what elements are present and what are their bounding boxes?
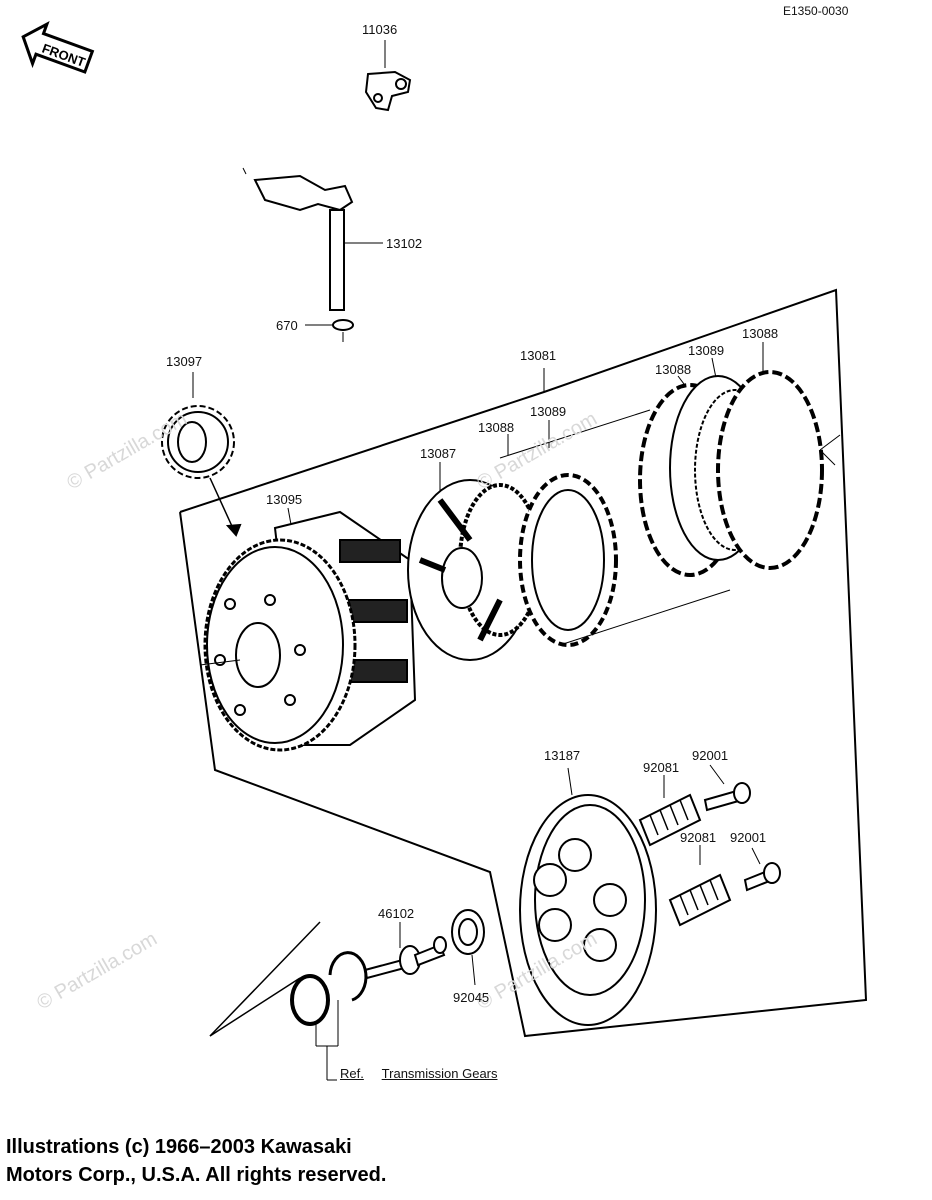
part-number-92001: 92001 [730, 830, 767, 845]
part-number-13088: 13088 [742, 326, 779, 341]
part-number-13187: 13187 [544, 748, 581, 763]
diagram-code: E1350-0030 [783, 4, 849, 18]
part-number-13095: 13095 [266, 492, 303, 507]
part-number-13089: 13089 [530, 404, 567, 419]
friction-plate-icon [499, 409, 731, 647]
part-number-46102: 46102 [378, 906, 415, 921]
primary-gear-icon [161, 372, 242, 537]
part-number-670: 670 [276, 318, 298, 333]
part-number-13097: 13097 [166, 354, 203, 369]
part-number-92045: 92045 [453, 990, 490, 1005]
front-arrow-icon: FRONT [21, 20, 95, 74]
part-number-13087: 13087 [420, 446, 457, 461]
part-number-13081: 13081 [520, 348, 557, 363]
spring-icon [638, 775, 732, 927]
part-number-92081: 92081 [643, 760, 680, 775]
bearing-icon [451, 909, 485, 986]
part-number-92081: 92081 [680, 830, 717, 845]
part-number-13089: 13089 [688, 343, 725, 358]
copyright-line-2: Motors Corp., U.S.A. All rights reserved… [6, 1164, 387, 1186]
part-number-13102: 13102 [386, 236, 423, 251]
part-number-13088: 13088 [478, 420, 515, 435]
copyright-line-1: Illustrations (c) 1966–2003 Kawasaki [6, 1136, 352, 1158]
reference-prefix: Ref. [340, 1066, 364, 1081]
part-number-92001: 92001 [692, 748, 729, 763]
clutch-hub-icon [407, 462, 542, 661]
part-number-11036: 11036 [362, 22, 398, 37]
bracket-icon [364, 40, 412, 112]
pushrod-icon [363, 922, 447, 980]
circlip-icon [209, 921, 368, 1081]
pressure-plate-icon [519, 767, 657, 1026]
clutch-housing-icon [199, 507, 417, 752]
clutch-plate-stack-icon [638, 342, 841, 577]
reference-note: Ref. Transmission Gears [340, 1066, 498, 1081]
reference-text: Transmission Gears [381, 1066, 498, 1081]
release-shaft-icon [242, 167, 383, 342]
part-number-13088: 13088 [655, 362, 692, 377]
assembly-frame [179, 288, 868, 1038]
bolt-icon [703, 764, 781, 892]
